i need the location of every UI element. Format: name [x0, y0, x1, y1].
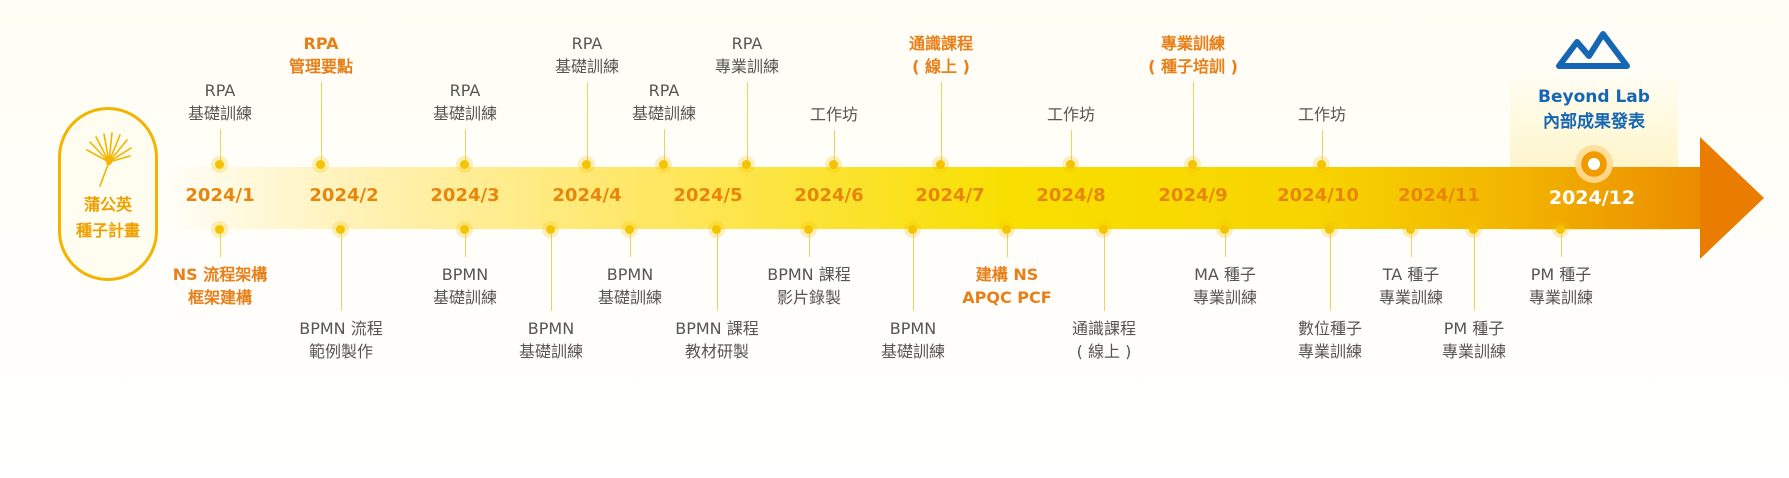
- bottom-event-label: PM 種子 專業訓練: [1441, 319, 1506, 361]
- event-dot: [215, 160, 224, 169]
- event-dot: [1325, 225, 1334, 234]
- event-dot: [625, 225, 634, 234]
- bottom-event-label: NS 流程架構 框架建構: [172, 265, 268, 307]
- mountain-logo-icon: [1556, 31, 1630, 69]
- event-connector: [220, 129, 221, 165]
- month-label: 2024/4: [552, 185, 622, 206]
- top-event-label: 工作坊: [1046, 105, 1095, 124]
- dandelion-icon: [86, 132, 132, 187]
- event-dot: [804, 225, 813, 234]
- event-connector: [1104, 230, 1105, 311]
- event-connector: [1322, 130, 1323, 165]
- event-dot: [546, 225, 555, 234]
- top-event-label: RPA 基礎訓練: [432, 81, 497, 123]
- event-dot: [829, 160, 838, 169]
- top-event-label: 通識課程 ( 線上 ): [908, 34, 973, 76]
- event-dot: [316, 160, 325, 169]
- bottom-event-label: 建構 NS APQC PCF: [962, 265, 1052, 307]
- event-connector: [220, 230, 221, 257]
- final-milestone-marker: [1575, 145, 1613, 183]
- event-dot: [582, 160, 591, 169]
- event-connector: [1474, 230, 1475, 311]
- final-event-title: Beyond Lab 內部成果發表: [1538, 87, 1650, 132]
- event-dot: [1469, 225, 1478, 234]
- bottom-event-label: BPMN 基礎訓練: [432, 265, 497, 307]
- event-dot: [1099, 225, 1108, 234]
- top-event-label: RPA 基礎訓練: [554, 34, 619, 76]
- event-dot: [908, 225, 917, 234]
- month-label: 2024/11: [1398, 185, 1480, 206]
- event-dot: [1406, 225, 1415, 234]
- event-connector: [664, 129, 665, 165]
- event-dot: [1188, 160, 1197, 169]
- event-connector: [913, 230, 914, 311]
- event-dot: [460, 160, 469, 169]
- month-label: 2024/1: [185, 185, 255, 206]
- event-connector: [1561, 230, 1562, 257]
- event-dot: [1220, 225, 1229, 234]
- top-event-label: RPA 基礎訓練: [631, 81, 696, 123]
- event-dot: [1317, 160, 1326, 169]
- event-connector: [834, 130, 835, 165]
- event-dot: [460, 225, 469, 234]
- top-event-label: 工作坊: [1297, 105, 1346, 124]
- month-label: 2024/9: [1158, 185, 1228, 206]
- event-dot: [742, 160, 751, 169]
- month-label: 2024/3: [430, 185, 500, 206]
- event-connector: [747, 82, 748, 165]
- bottom-event-label: 數位種子 專業訓練: [1297, 319, 1362, 361]
- event-connector: [587, 82, 588, 165]
- bottom-event-label: BPMN 課程 影片錄製: [767, 265, 851, 307]
- event-dot: [1066, 160, 1075, 169]
- month-label: 2024/5: [673, 185, 743, 206]
- program-name: 蒲公英 種子計畫: [75, 195, 140, 240]
- bottom-event-label: BPMN 課程 教材研製: [675, 319, 759, 361]
- month-label: 2024/6: [794, 185, 864, 206]
- event-connector: [465, 129, 466, 165]
- event-dot: [336, 225, 345, 234]
- bottom-event-label: PM 種子 專業訓練: [1528, 265, 1593, 307]
- month-label: 2024/7: [915, 185, 985, 206]
- event-connector: [341, 230, 342, 311]
- month-label: 2024/12: [1548, 187, 1636, 209]
- arrow-head-icon: [1700, 137, 1764, 259]
- event-connector: [465, 230, 466, 257]
- event-connector: [1225, 230, 1226, 257]
- event-connector: [321, 82, 322, 165]
- event-dot: [1002, 225, 1011, 234]
- event-dot: [215, 225, 224, 234]
- timeline-arrow-band: [165, 167, 1700, 229]
- top-event-label: RPA 管理要點: [288, 34, 353, 76]
- top-event-label: 工作坊: [809, 105, 858, 124]
- event-dot: [659, 160, 668, 169]
- event-connector: [941, 82, 942, 165]
- event-connector: [1007, 230, 1008, 257]
- bottom-event-label: BPMN 流程 範例製作: [299, 319, 383, 361]
- event-dot: [936, 160, 945, 169]
- event-connector: [717, 230, 718, 311]
- month-label: 2024/8: [1036, 185, 1106, 206]
- event-connector: [1193, 82, 1194, 165]
- top-event-label: RPA 專業訓練: [714, 34, 779, 76]
- event-connector: [551, 230, 552, 311]
- bottom-event-label: TA 種子 專業訓練: [1378, 265, 1443, 307]
- bottom-event-label: BPMN 基礎訓練: [597, 265, 662, 307]
- bottom-event-label: BPMN 基礎訓練: [518, 319, 583, 361]
- top-event-label: RPA 基礎訓練: [187, 81, 252, 123]
- event-dot: [712, 225, 721, 234]
- event-connector: [809, 230, 810, 257]
- event-connector: [1330, 230, 1331, 311]
- month-label: 2024/10: [1277, 185, 1359, 206]
- event-connector: [1071, 130, 1072, 165]
- month-label: 2024/2: [309, 185, 379, 206]
- bottom-event-label: MA 種子 專業訓練: [1192, 265, 1257, 307]
- bottom-event-label: 通識課程 ( 線上 ): [1071, 319, 1136, 361]
- event-dot: [1556, 225, 1565, 234]
- event-connector: [630, 230, 631, 257]
- event-connector: [1411, 230, 1412, 257]
- program-badge: [58, 107, 158, 281]
- bottom-event-label: BPMN 基礎訓練: [880, 319, 945, 361]
- top-event-label: 專業訓練 ( 種子培訓 ): [1148, 34, 1238, 76]
